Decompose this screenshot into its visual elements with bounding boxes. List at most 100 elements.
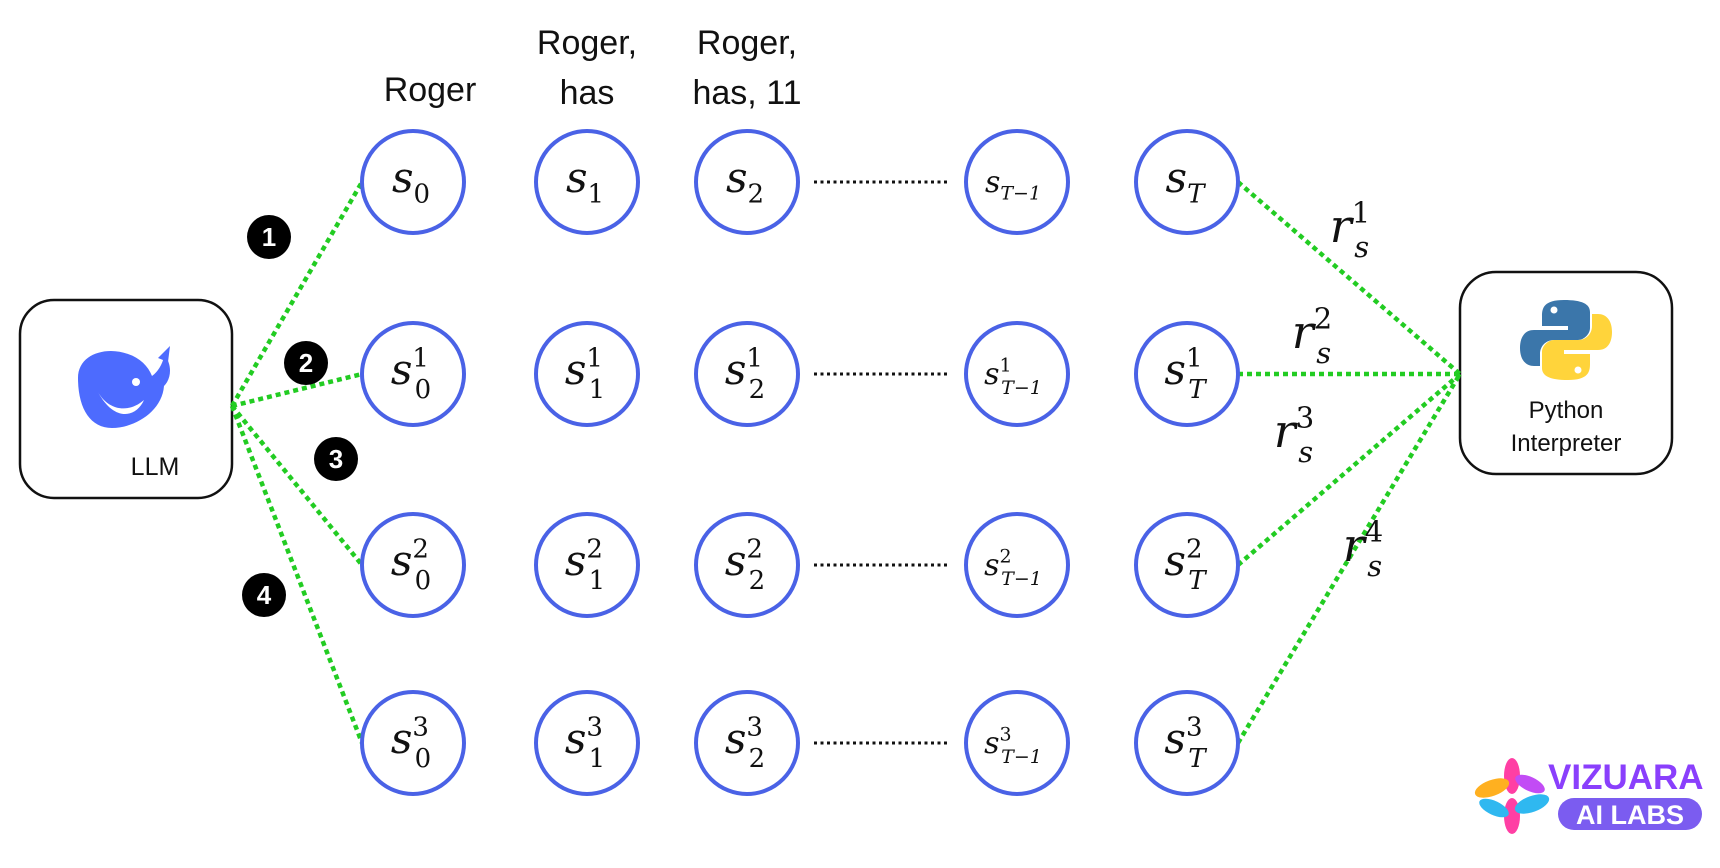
state-node-label-base: s — [391, 536, 413, 585]
state-node-circle — [694, 321, 800, 427]
state-node-circle — [360, 321, 466, 427]
llm-label: LLM — [131, 453, 180, 481]
token-label: Roger, — [697, 24, 797, 62]
interpreter-label-line2: Interpreter — [1511, 430, 1622, 457]
state-node-label-base: s — [1164, 714, 1186, 763]
state-node-label-base: s — [566, 153, 588, 202]
state-node-label: s1 — [566, 153, 604, 210]
llm-link-3 — [230, 404, 364, 567]
state-node-circle — [1134, 512, 1240, 618]
state-node-circle — [964, 690, 1070, 796]
state-node-label-base: s — [1164, 345, 1186, 394]
state-node-circle — [360, 690, 466, 796]
state-node-label-sup: 2 — [746, 534, 763, 564]
state-node-label-base: s — [392, 153, 414, 202]
reward-label-4-sub: s — [1367, 549, 1382, 583]
state-node-circle — [534, 690, 640, 796]
interpreter-label-line1: Python — [1529, 397, 1604, 424]
links-layer — [229, 180, 1462, 745]
state-node-label-sub: 0 — [415, 744, 432, 774]
state-node-label-sup: 2 — [412, 534, 429, 564]
state-node-circle — [694, 129, 800, 235]
state-node-label-sup: 1 — [586, 343, 603, 373]
state-node-label-sub: 0 — [415, 566, 432, 596]
state-node-label-base: s — [565, 714, 587, 763]
reward-label-1-sub: s — [1354, 230, 1369, 264]
rollout-badge-3: 3 — [314, 437, 358, 481]
state-node-label-sup: 3 — [1000, 723, 1012, 745]
state-node-label-sub: T — [1188, 566, 1207, 596]
state-node-label-sub: 1 — [589, 744, 606, 774]
state-node-label: s0 — [392, 153, 430, 210]
state-node-label-sub: T — [1187, 180, 1206, 210]
ai-labs-wordmark: AI LABS — [1576, 800, 1684, 830]
reward-label-4-sup: 4 — [1365, 515, 1383, 549]
state-node-label-sup: 3 — [412, 712, 429, 742]
reward-link-1 — [1236, 180, 1462, 376]
reward-label-4-base: r — [1343, 518, 1368, 572]
state-node-circle — [360, 512, 466, 618]
state-node-circle — [694, 690, 800, 796]
state-node-label-base: s — [725, 536, 747, 585]
state-node: s1 — [534, 129, 640, 235]
state-node-label-base: s — [1166, 153, 1188, 202]
llm-box: LLM — [18, 298, 234, 500]
vizuara-wordmark: VIZUARA — [1548, 758, 1704, 797]
state-node-label-sub: T−1 — [1001, 746, 1042, 768]
token-label: Roger — [384, 71, 477, 109]
state-node-label-sub: 2 — [749, 375, 766, 405]
reward-label-3-sub: s — [1298, 435, 1313, 469]
state-node-label-sup: 1 — [1000, 354, 1012, 376]
state-node-circle — [1134, 129, 1240, 235]
state-node-label-base: s — [725, 345, 747, 394]
reward-label-2-sup: 2 — [1314, 302, 1332, 336]
state-node-label-sub: T — [1188, 375, 1207, 405]
state-node-label-sup: 1 — [1186, 343, 1203, 373]
state-node-circle — [964, 321, 1070, 427]
state-node: sT — [1134, 129, 1240, 235]
rollout-badge-2: 2 — [284, 341, 328, 385]
state-node-label-sup: 1 — [412, 343, 429, 373]
state-node-label-base: s — [984, 548, 999, 583]
vizuara-logo: VIZUARA AI LABS — [1474, 758, 1704, 834]
reward-label-3-sup: 3 — [1296, 401, 1314, 435]
state-node-label-sub: T−1 — [1000, 183, 1041, 205]
state-node-label-sup: 3 — [1186, 712, 1203, 742]
state-node-circle — [694, 512, 800, 618]
state-node-circle — [534, 129, 640, 235]
state-node-label-sub: 1 — [588, 180, 605, 210]
token-label: has, 11 — [692, 74, 801, 112]
state-node-label-base: s — [984, 357, 999, 392]
state-node: sT−1 — [964, 129, 1070, 235]
llm-link-4 — [229, 405, 365, 744]
state-node-label-sub: T−1 — [1001, 568, 1042, 590]
reward-label-1-sup: 1 — [1352, 196, 1370, 230]
state-node-label-sub: T−1 — [1001, 377, 1042, 399]
rollout-badge-number: 2 — [299, 348, 313, 378]
state-node-label-sub: 1 — [589, 566, 606, 596]
token-label: Roger, — [537, 24, 637, 62]
state-node-label-base: s — [565, 345, 587, 394]
llm-link-2 — [231, 371, 363, 409]
state-node-label-sup: 2 — [1186, 534, 1203, 564]
